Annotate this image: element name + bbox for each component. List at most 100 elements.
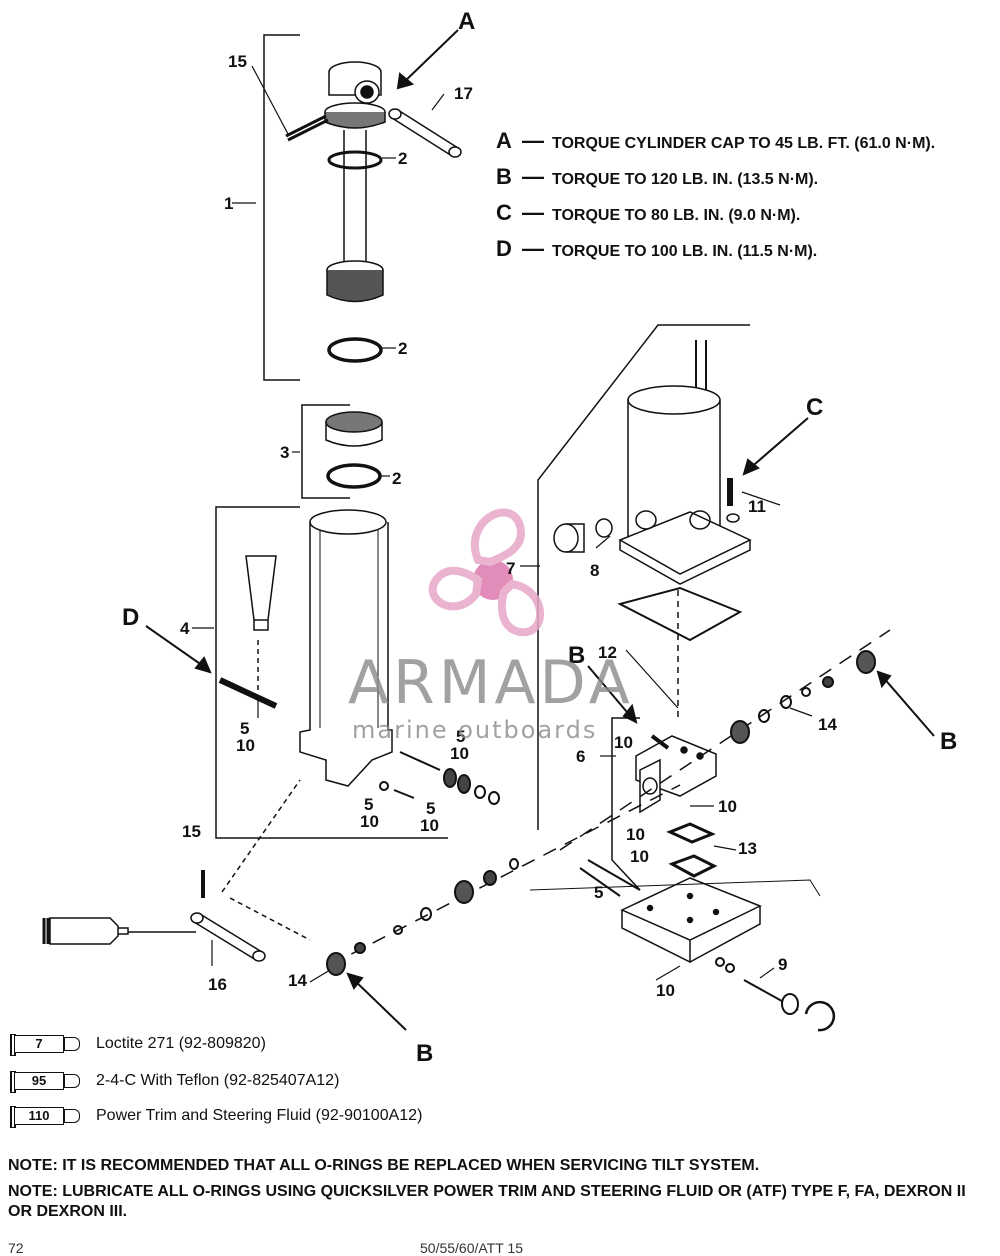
torque-letter-b: B <box>416 1040 434 1067</box>
callout-15: 15 <box>182 822 201 841</box>
torque-spec-dash: — <box>522 200 544 225</box>
callout-4: 4 <box>180 619 190 638</box>
note-o-ring-lubricate: NOTE: LUBRICATE ALL O-RINGS USING QUICKS… <box>8 1183 966 1220</box>
lubricant-number: 110 <box>28 1108 50 1123</box>
torque-spec-d: D — TORQUE TO 100 LB. IN. (11.5 N·M). <box>496 238 817 260</box>
torque-letter-b: B <box>568 642 586 669</box>
callout-13: 13 <box>738 839 757 858</box>
torque-spec-text: TORQUE TO 120 LB. IN. (13.5 N·M). <box>552 171 819 188</box>
bracket-1 <box>263 34 300 381</box>
arrow-B-mid <box>587 665 633 719</box>
legend-item-loctite: 7 Loctite 271 (92-809820) <box>10 1033 266 1056</box>
lubricant-tube-icon: 7 <box>10 1034 82 1056</box>
torque-spec-text: TORQUE CYLINDER CAP TO 45 LB. FT. (61.0 … <box>552 135 936 152</box>
lubricant-tube-icon: 95 <box>10 1071 82 1093</box>
callout-3: 3 <box>280 443 290 462</box>
manual-code: 50/55/60/ATT 15 <box>420 1240 523 1256</box>
torque-spec-dash: — <box>522 236 544 261</box>
callout-10: 10 <box>630 847 649 866</box>
callout-10: 10 <box>450 744 469 763</box>
lubricant-number: 7 <box>35 1036 43 1051</box>
torque-spec-dash: — <box>522 128 544 153</box>
callout-6: 6 <box>576 747 586 766</box>
arrow-A <box>401 29 459 85</box>
watermark-brand: ARMADA <box>348 648 634 718</box>
torque-spec-a: A — TORQUE CYLINDER CAP TO 45 LB. FT. (61.… <box>496 130 935 152</box>
callout-1: 1 <box>224 194 234 213</box>
torque-spec-text: TORQUE TO 80 LB. IN. (9.0 N·M). <box>552 207 801 224</box>
lubricant-label: Loctite 271 (92-809820) <box>96 1035 266 1052</box>
lubricant-label: Power Trim and Steering Fluid (92-90100A… <box>96 1107 423 1124</box>
lubricant-number: 95 <box>31 1073 47 1088</box>
manifold-block <box>620 877 762 964</box>
arrow-C <box>747 417 809 471</box>
callout-5: 5 <box>594 883 604 902</box>
bracket-4 <box>215 506 448 839</box>
shaft-line-14-left <box>329 784 681 966</box>
callout-2: 2 <box>392 469 402 488</box>
callout-10: 10 <box>718 797 737 816</box>
filter-13 <box>666 822 716 844</box>
torque-spec-letter: A <box>496 128 512 153</box>
torque-spec-letter: B <box>496 164 512 189</box>
legend-item-power-trim-fluid: 110 Power Trim and Steering Fluid (92-90… <box>10 1105 423 1128</box>
callout-10: 10 <box>656 981 675 1000</box>
loctite-tube-near-cylinder <box>245 555 277 631</box>
bolt-d <box>218 677 278 709</box>
arrow-D <box>145 625 207 669</box>
callout-14: 14 <box>818 715 837 734</box>
callout-10: 10 <box>360 812 379 831</box>
cylinder-body-4 <box>299 509 393 787</box>
callout-11: 11 <box>748 497 766 516</box>
cylinder-valve-parts <box>379 751 500 805</box>
cylinder-cap-assembly <box>324 61 386 363</box>
spool-9 <box>715 957 836 1032</box>
gasket-12 <box>617 586 743 642</box>
torque-spec-letter: C <box>496 200 512 225</box>
watermark-propeller <box>428 508 545 637</box>
pump-body-6 <box>635 735 717 814</box>
piston-3 <box>325 411 383 489</box>
callout-5: 5 <box>364 795 374 814</box>
lubricant-label: 2-4-C With Teflon (92-825407A12) <box>96 1072 340 1089</box>
arrow-B-bottom <box>351 977 407 1031</box>
note-o-ring-replace: NOTE: IT IS RECOMMENDED THAT ALL O-RINGS… <box>8 1157 760 1174</box>
callout-16: 16 <box>208 975 227 994</box>
callout-2: 2 <box>398 149 408 168</box>
torque-letter-c: C <box>806 394 824 421</box>
callout-10: 10 <box>626 825 645 844</box>
callout-5: 5 <box>426 799 436 818</box>
torque-letter-a: A <box>458 8 476 35</box>
lubricant-tube-icon: 110 <box>10 1106 82 1128</box>
callout-5: 5 <box>240 719 250 738</box>
torque-spec-c: C — TORQUE TO 80 LB. IN. (9.0 N·M). <box>496 202 800 224</box>
bracket-7 <box>537 324 750 830</box>
left-valve-parts <box>326 858 519 976</box>
watermark-tagline: marine outboards <box>352 716 598 744</box>
legend-item-2-4-c: 95 2-4-C With Teflon (92-825407A12) <box>10 1070 340 1093</box>
torque-spec-b: B—TORQUE TO 120 LB. IN. (13.5 N·M). <box>496 166 818 188</box>
callout-10: 10 <box>236 736 255 755</box>
torque-letter-d: D <box>122 604 140 631</box>
callout-9: 9 <box>778 955 788 974</box>
pin-15-top <box>285 114 329 142</box>
torque-spec-text: TORQUE TO 100 LB. IN. (11.5 N·M). <box>552 243 818 260</box>
callout-10: 10 <box>420 816 439 835</box>
torque-letter-b: B <box>940 728 958 755</box>
pin-16 <box>190 912 266 962</box>
callout-17: 17 <box>454 84 473 103</box>
callout-15: 15 <box>228 52 247 71</box>
torque-spec-letter: D <box>496 236 512 261</box>
screw-10-pump <box>650 734 670 750</box>
callout-12: 12 <box>598 643 617 662</box>
callout-7: 7 <box>506 559 516 578</box>
callout-2: 2 <box>398 339 408 358</box>
callout-5: 5 <box>456 727 466 746</box>
right-valve-parts <box>730 650 876 744</box>
callout-14: 14 <box>288 971 307 990</box>
page-number: 72 <box>8 1240 24 1256</box>
bracket-3 <box>301 404 350 499</box>
callout-10: 10 <box>614 733 633 752</box>
pin-17 <box>388 108 462 158</box>
